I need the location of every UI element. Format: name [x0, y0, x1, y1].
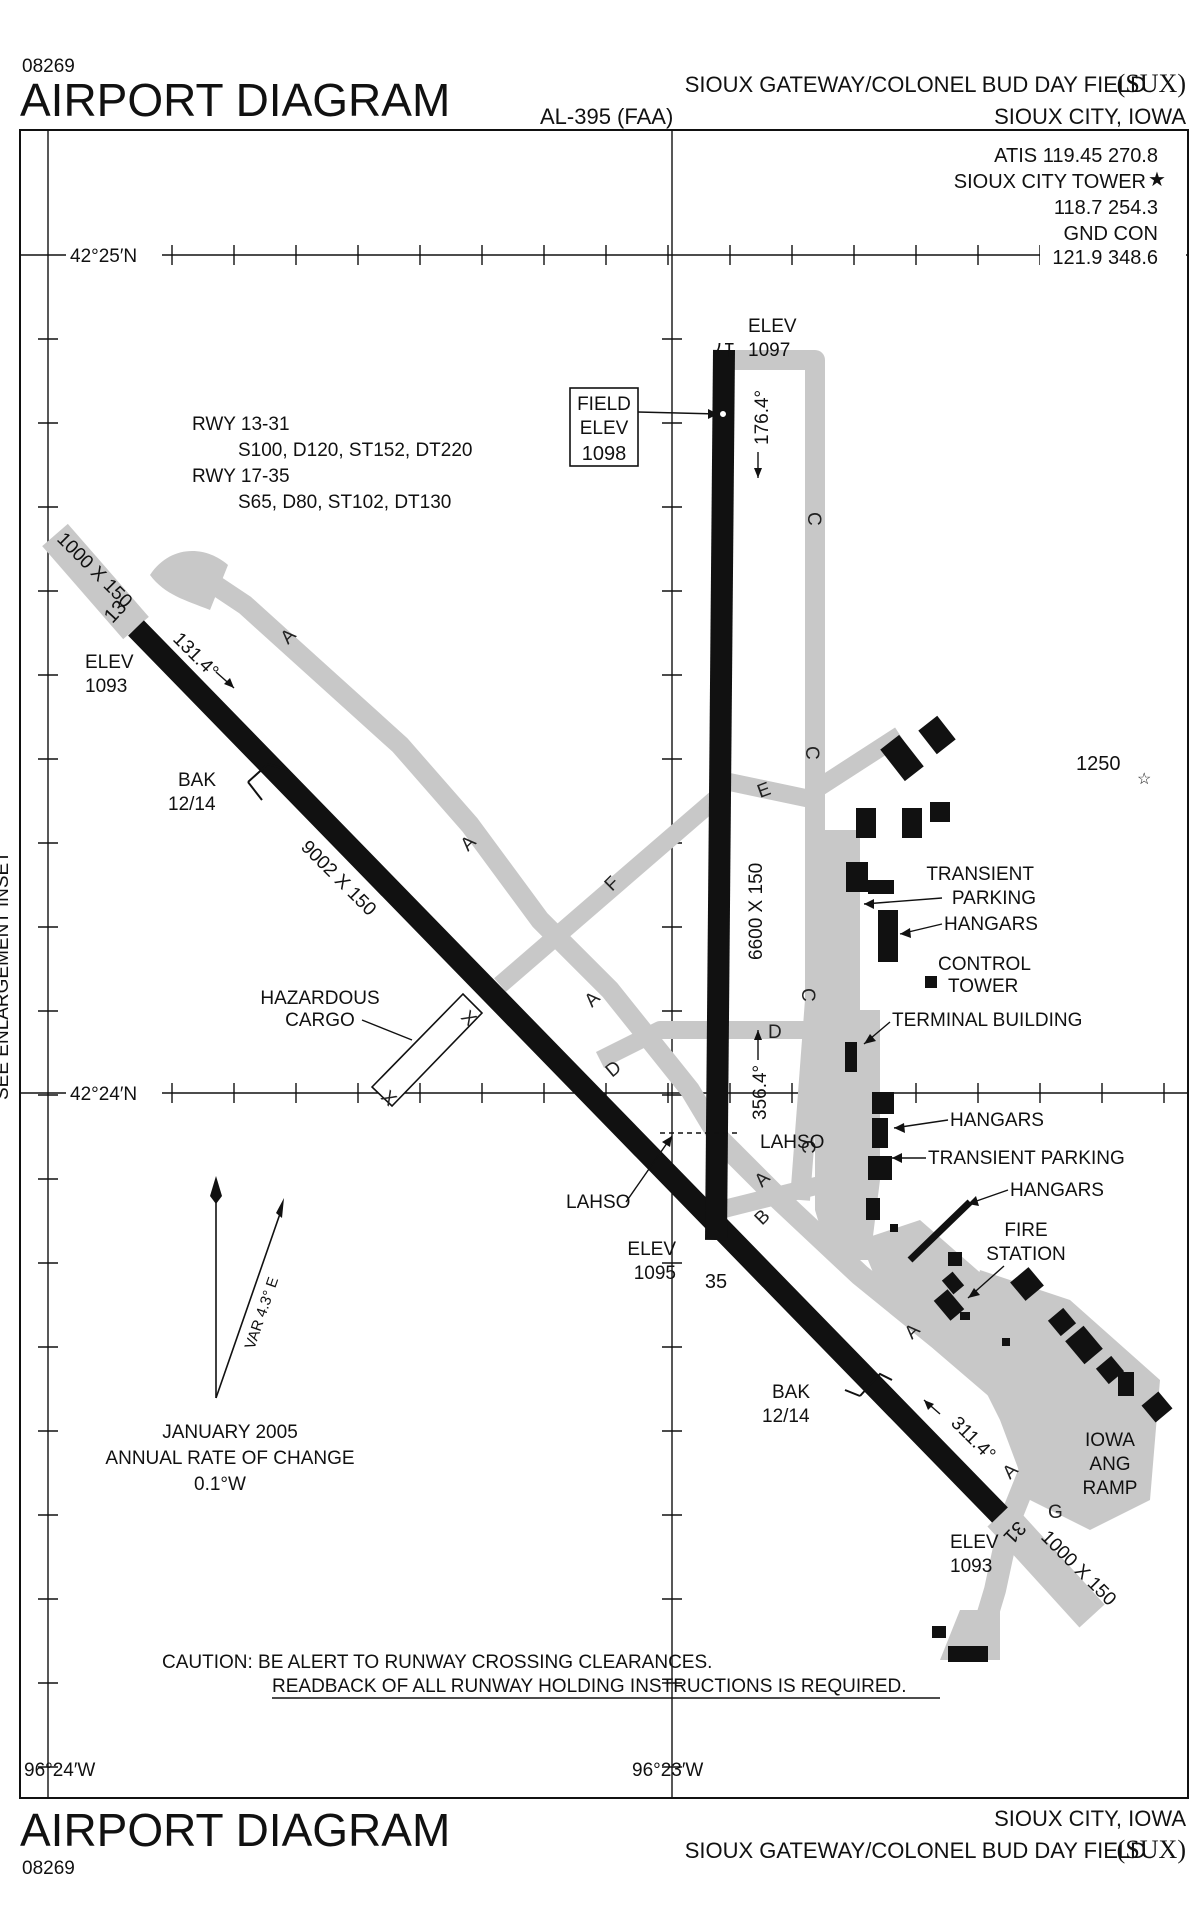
- field-elev-box: [569, 387, 639, 467]
- runway-35-heading: 356.4°: [750, 1065, 771, 1120]
- obstacle-elevation: 1250: [1076, 753, 1121, 775]
- hangars-label-1: HANGARS: [944, 914, 1038, 935]
- runway-17-35: [705, 349, 735, 1241]
- runway-strength: RWY 13-31 S100, D120, ST152, DT220 RWY 1…: [192, 414, 472, 513]
- bak-se-label: BAK: [772, 1382, 810, 1403]
- taxiway-c-label-1: C: [803, 512, 824, 526]
- runway-35-elev: 1095: [634, 1263, 676, 1284]
- field-elev-line1: FIELD: [577, 394, 631, 415]
- field-elev-leader: [637, 411, 719, 415]
- runway-17-35-dimensions: 6600 X 150: [746, 863, 767, 960]
- arresting-gear-nw: [247, 762, 289, 801]
- bak-se-value: 12/14: [762, 1406, 810, 1427]
- procedure-id: AL-395 (FAA): [540, 104, 673, 129]
- airport-id: (SUX): [1117, 69, 1186, 98]
- magnetic-variation: VAR 4.3° E JANUARY 2005 ANNUAL RATE OF C…: [105, 1176, 355, 1495]
- annual-rate-value: 0.1°W: [194, 1474, 246, 1495]
- footer-chart-number: 08269: [22, 1858, 75, 1879]
- footer-airport-id: (SUX): [1117, 1835, 1186, 1864]
- runway-35-elev-label: ELEV: [627, 1239, 676, 1260]
- footer-airport-name: SIOUX GATEWAY/COLONEL BUD DAY FIELD: [685, 1838, 1146, 1863]
- chart-number: 08269: [22, 56, 75, 77]
- bak-nw-value: 12/14: [168, 794, 216, 815]
- field-elevation-dot: [719, 410, 727, 418]
- runway-31-elev: 1093: [950, 1556, 992, 1577]
- hangars-label-2: HANGARS: [950, 1110, 1044, 1131]
- lahso-label-right: LAHSO: [760, 1132, 824, 1153]
- frequency-block: ATIS 119.45 270.8 SIOUX CITY TOWER ★ 118…: [954, 145, 1166, 269]
- iowa-ang-label-1: IOWA: [1085, 1430, 1135, 1451]
- iowa-ang-label-3: RAMP: [1083, 1478, 1138, 1499]
- runway-13-elev-label: ELEV: [85, 652, 134, 673]
- lat-label-top-text: 42°25′N: [70, 246, 137, 267]
- rwy1-label: RWY 13-31: [192, 414, 290, 435]
- taxiway-c-label-4: C: [797, 1140, 818, 1154]
- buildings: [845, 715, 1173, 1662]
- taxiway-c-label-2: C: [801, 746, 822, 760]
- lon-label-mid: 96°23′W: [632, 1760, 703, 1781]
- chart-frame: [19, 129, 1189, 1799]
- control-tower-label-1: CONTROL: [938, 954, 1031, 975]
- annual-rate-label: ANNUAL RATE OF CHANGE: [105, 1448, 354, 1469]
- hazardous-label-1: HAZARDOUS: [260, 988, 379, 1009]
- hangars-label-3: HANGARS: [1010, 1180, 1104, 1201]
- terminal-building-label: TERMINAL BUILDING: [892, 1010, 1082, 1031]
- left-edge-text: SEE ENLARGEMENT INSET: [0, 851, 13, 1100]
- arresting-gear-se: [844, 1372, 893, 1397]
- hazardous-cargo-pad: [370, 992, 484, 1108]
- footer-city-state: SIOUX CITY, IOWA: [994, 1806, 1186, 1831]
- fire-station-label-1: FIRE: [1004, 1220, 1047, 1241]
- tower-frequency: 118.7 254.3: [1054, 197, 1158, 219]
- control-tower-label-2: TOWER: [948, 976, 1018, 997]
- lat-label-mid: 42°24′N: [70, 1084, 137, 1105]
- city-state: SIOUX CITY, IOWA: [994, 104, 1186, 129]
- runway-17-elev-label: ELEV: [748, 316, 797, 337]
- variation-date: JANUARY 2005: [162, 1422, 298, 1443]
- taxiway-d-label-1: D: [768, 1022, 782, 1043]
- tower-star-icon: ★: [1148, 169, 1166, 191]
- taxiway-g-label: G: [1048, 1502, 1063, 1523]
- atis-frequency: ATIS 119.45 270.8: [994, 145, 1158, 167]
- lon-label-left: 96°24′W: [24, 1760, 95, 1781]
- runway-13-31: [128, 620, 1008, 1523]
- transient-parking-label-1: TRANSIENT: [926, 864, 1034, 885]
- bak-nw-label: BAK: [178, 770, 216, 791]
- ground-frequency: 121.9 348.6: [1052, 247, 1158, 269]
- variation-label: VAR 4.3° E: [242, 1275, 282, 1351]
- runway-17-heading: 176.4°: [752, 390, 773, 445]
- transient-parking-label-3: TRANSIENT PARKING: [928, 1148, 1125, 1169]
- ground-label: GND CON: [1064, 223, 1158, 245]
- taxiway-c-label-3: C: [797, 988, 818, 1002]
- iowa-ang-ramp: [960, 1270, 1160, 1530]
- magnetic-north-arrow: [215, 1207, 283, 1399]
- runway-31-elev-label: ELEV: [950, 1532, 999, 1553]
- rwy2-values: S65, D80, ST102, DT130: [238, 492, 451, 513]
- rwy1-values: S100, D120, ST152, DT220: [238, 440, 472, 461]
- transient-parking-label-2: PARKING: [952, 888, 1036, 909]
- rwy2-label: RWY 17-35: [192, 466, 290, 487]
- page-title: AIRPORT DIAGRAM: [20, 74, 450, 126]
- hazardous-label-2: CARGO: [285, 1010, 355, 1031]
- lahso-label-left: LAHSO: [566, 1192, 630, 1213]
- caution-line-2: READBACK OF ALL RUNWAY HOLDING INSTRUCTI…: [272, 1676, 907, 1697]
- runway-35-number: 35: [705, 1271, 727, 1293]
- field-elev-value: 1098: [582, 443, 627, 465]
- taxiway-a-pad: [150, 551, 228, 610]
- runway-17-elev: 1097: [748, 340, 790, 361]
- footer-title: AIRPORT DIAGRAM: [20, 1804, 450, 1856]
- runway-13-elev: 1093: [85, 676, 127, 697]
- caution-line-1: CAUTION: BE ALERT TO RUNWAY CROSSING CLE…: [162, 1652, 712, 1673]
- obstacle-star-icon: ☆: [1137, 771, 1151, 788]
- field-elev-line2: ELEV: [580, 418, 629, 439]
- iowa-ang-label-2: ANG: [1089, 1454, 1130, 1475]
- runway-17-number: 17: [713, 338, 735, 360]
- fire-station-label-2: STATION: [986, 1244, 1066, 1265]
- facility-labels: HAZARDOUS CARGO TRANSIENT PARKING HANGAR…: [260, 864, 1137, 1499]
- tower-label: SIOUX CITY TOWER: [954, 171, 1146, 193]
- airport-name: SIOUX GATEWAY/COLONEL BUD DAY FIELD: [685, 72, 1146, 97]
- taxiway-network: [42, 350, 1105, 1644]
